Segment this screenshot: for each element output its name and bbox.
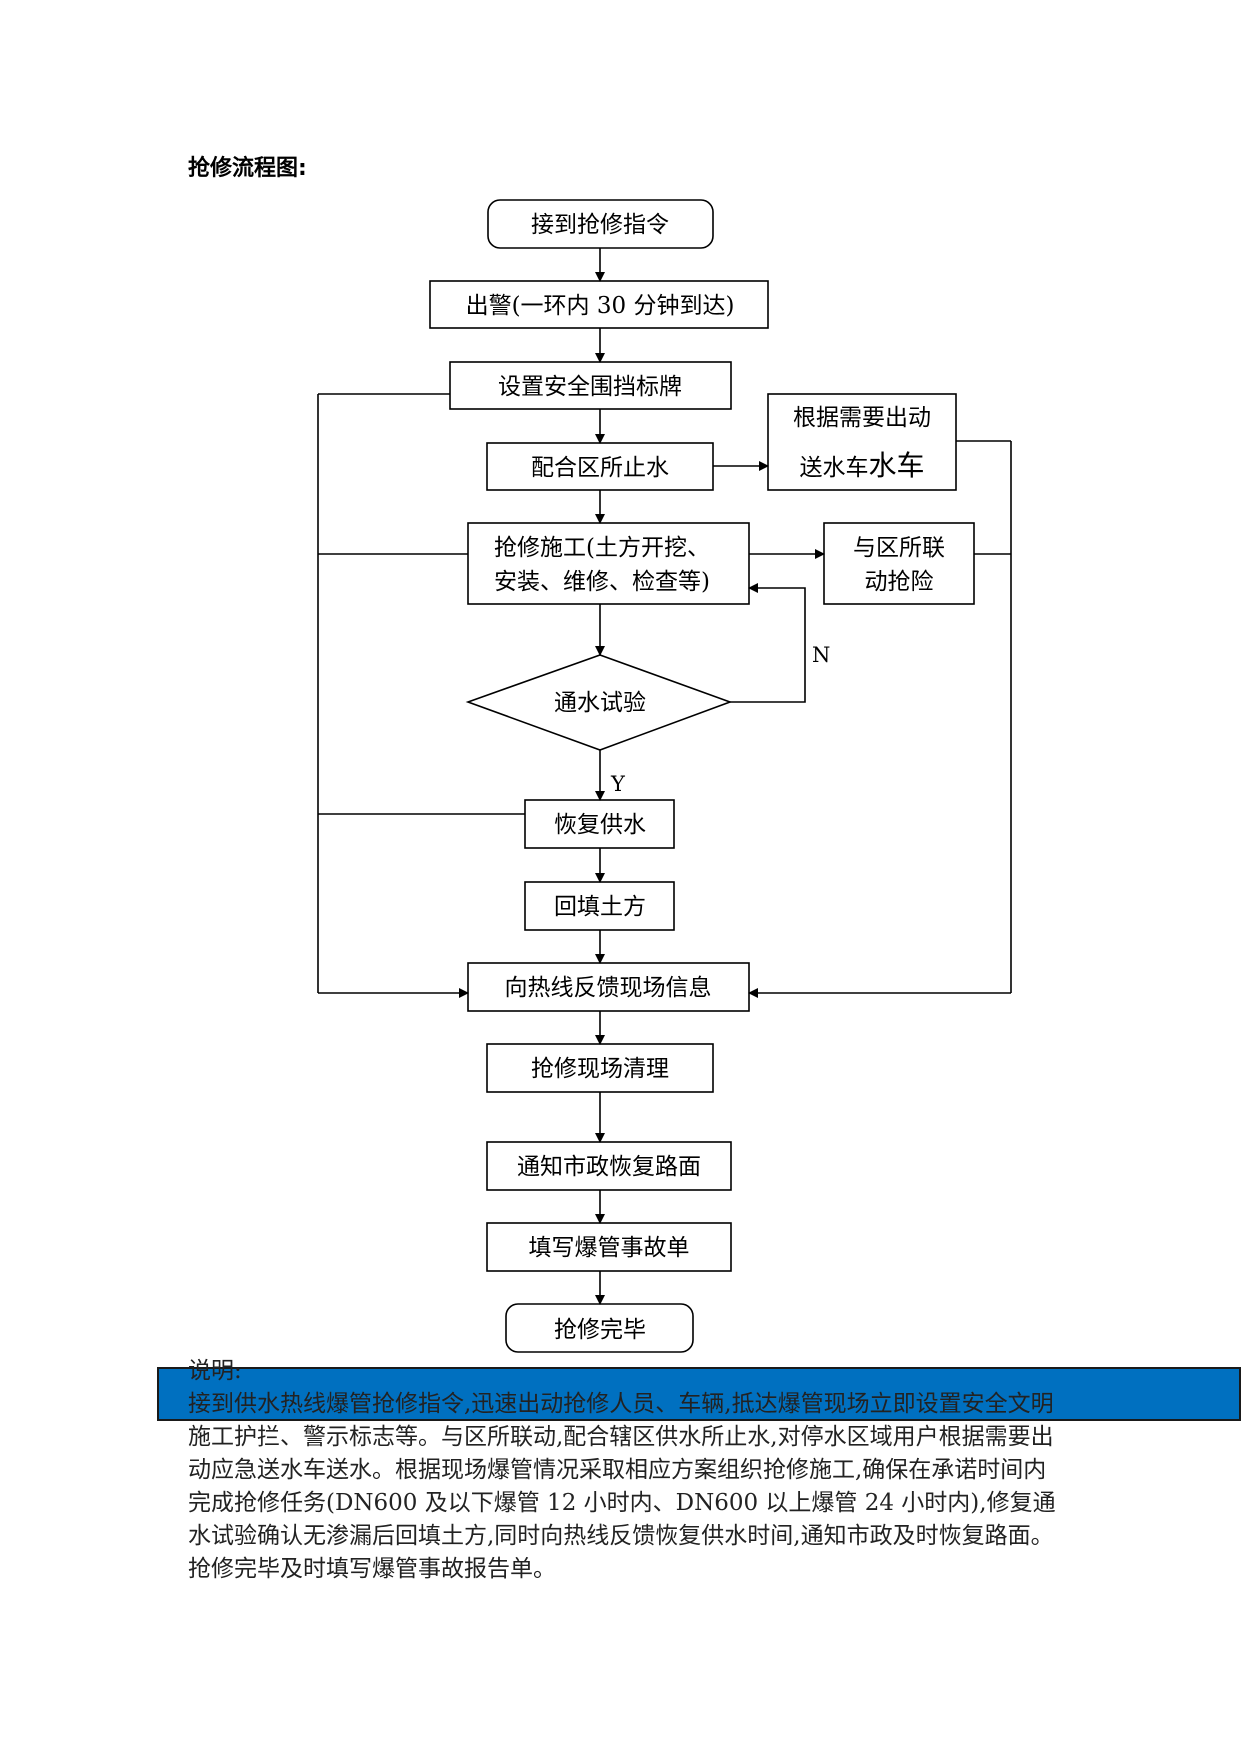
node-feedback-label: 向热线反馈现场信息 <box>505 975 712 1001</box>
node-joint <box>823 522 975 605</box>
node-construction-label-2: 安装、维修、检查等) <box>494 569 710 595</box>
node-test-label: 通水试验 <box>554 690 646 716</box>
node-notify-label: 通知市政恢复路面 <box>517 1154 701 1180</box>
node-construction <box>467 522 750 605</box>
node-joint-label-1: 与区所联 <box>853 535 945 561</box>
node-receive-label: 接到抢修指令 <box>531 212 669 238</box>
node-dispatch-label: 出警(一环内 30 分钟到达) <box>466 293 735 319</box>
node-joint-label-2: 动抢险 <box>865 569 934 595</box>
node-barrier-label: 设置安全围挡标牌 <box>498 374 682 400</box>
node-feedback <box>467 962 750 1012</box>
highlight-band <box>157 1367 1241 1421</box>
node-backfill-label: 回填土方 <box>554 894 646 920</box>
node-water-truck <box>767 393 957 491</box>
node-done-label: 抢修完毕 <box>554 1317 646 1343</box>
node-restore-label: 恢复供水 <box>554 812 646 838</box>
node-report <box>486 1222 732 1272</box>
edge-test-no-loop <box>730 583 806 703</box>
note-body: 接到供水热线爆管抢修指令,迅速出动抢修人员、车辆,抵达爆管现场立即设置安全文明施… <box>188 1391 1056 1582</box>
node-cleanup-label: 抢修现场清理 <box>531 1056 669 1082</box>
node-watertruck-label-2: 送水车水车 <box>799 449 924 482</box>
node-barrier <box>449 361 732 410</box>
flowchart: 接到抢修指令 出警(一环内 30 分钟到达) 设置安全围挡标牌 配合区所止水 根… <box>317 199 1012 1353</box>
node-report-label: 填写爆管事故单 <box>529 1235 690 1261</box>
branch-label-no: N <box>812 643 830 667</box>
note-section: 说明: 接到供水热线爆管抢修指令,迅速出动抢修人员、车辆,抵达爆管现场立即设置安… <box>188 1355 1068 1586</box>
node-shutoff-label: 配合区所止水 <box>531 455 669 481</box>
node-construction-label-1: 抢修施工(土方开挖、 <box>494 535 710 561</box>
branch-label-yes: Y <box>610 772 626 796</box>
node-notify <box>486 1141 732 1191</box>
node-watertruck-label-1: 根据需要出动 <box>793 405 931 431</box>
note-title: 说明: <box>188 1358 242 1384</box>
page-title: 抢修流程图: <box>188 156 307 181</box>
